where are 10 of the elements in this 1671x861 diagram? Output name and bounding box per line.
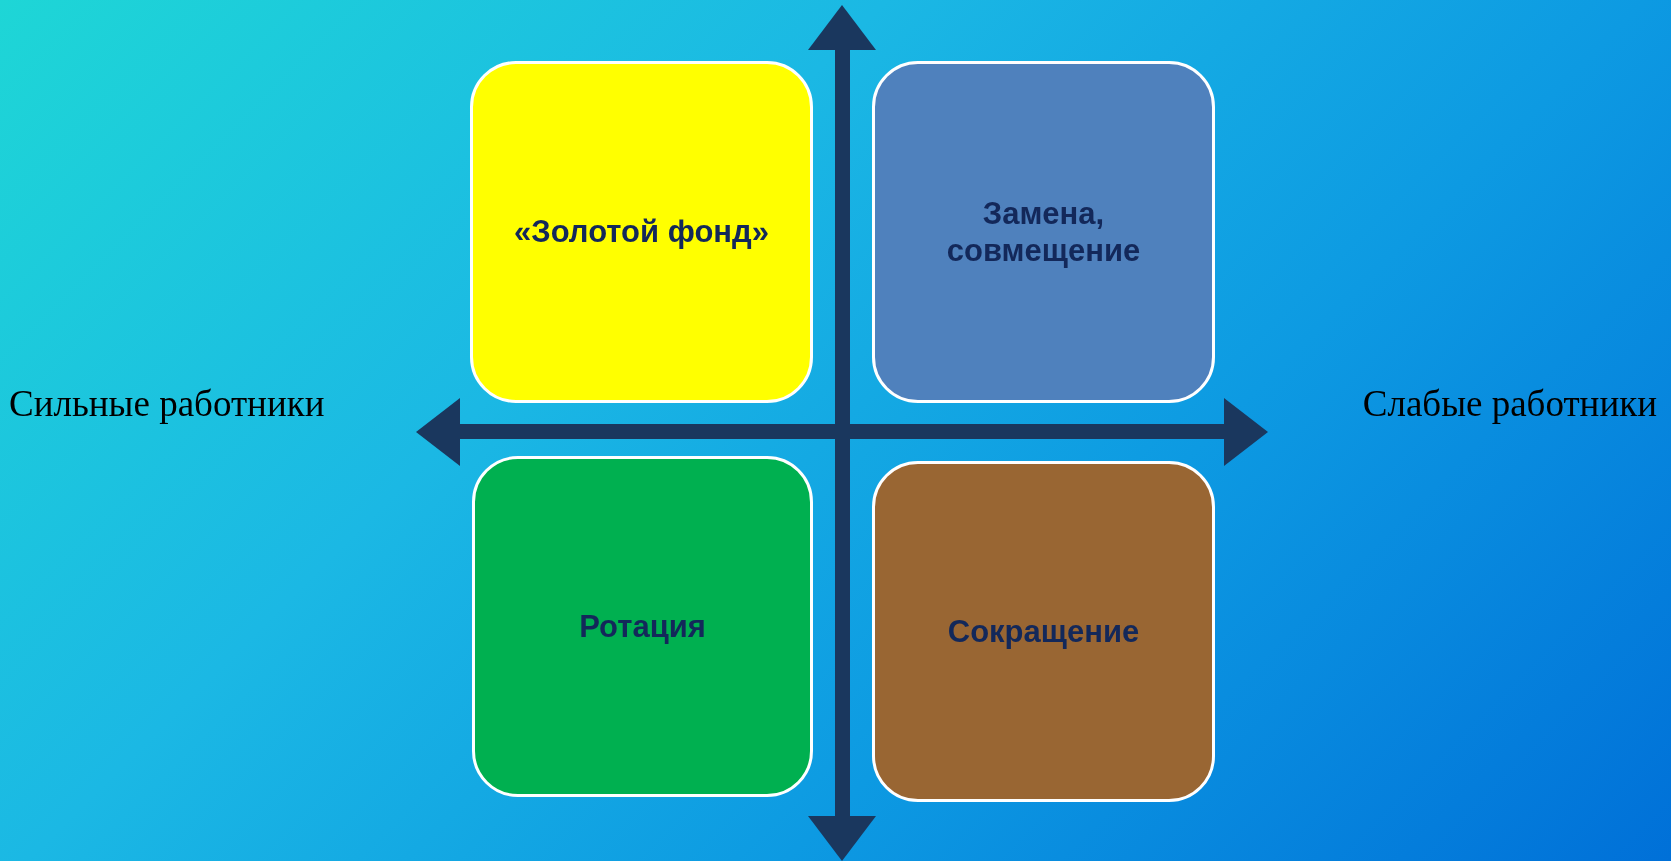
quadrant-label: «Золотой фонд»: [513, 213, 770, 251]
quadrant-box: [872, 61, 1215, 403]
quadrant-box: [472, 456, 813, 797]
quadrant-box: [470, 61, 813, 403]
quadrant-label: Сокращение: [946, 612, 1141, 651]
axis-label: Сильные работники: [9, 382, 325, 425]
axis-label: Слабые работники: [1362, 382, 1657, 425]
quadrant-label: Замена, совмещение: [945, 194, 1142, 270]
quadrant-box: [872, 461, 1215, 802]
quadrant-label: Ротация: [578, 607, 707, 646]
